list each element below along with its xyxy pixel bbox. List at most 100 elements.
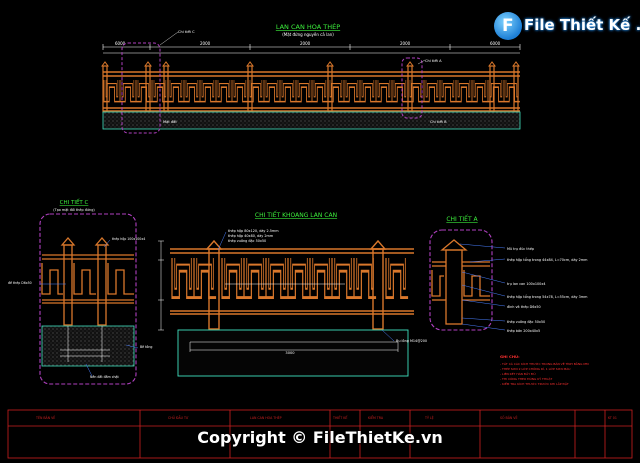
span-bottom-note: Bu lông M14@200 [396,339,427,343]
callout-cloud-left [121,42,161,134]
greek-key-motif [263,79,281,103]
main-title: LAN CAN HOA THÉP [276,22,340,31]
callout-base-right: Chi tiết B [430,120,447,124]
greek-key-motif [423,79,441,103]
detail-a-note-7: thép bản 200x40x5 [507,329,540,333]
detail-c: CHI TIẾT C (Tạo mặt đối thép đứng) thép … [8,198,152,385]
logo-text: File Thiết Kế .vn [524,16,640,34]
post-cap [406,61,414,67]
callout-cloud-right [401,57,423,119]
greek-key-motif [220,256,246,300]
detail-c-note-3: Bê tông [140,345,152,349]
greek-key-motif [471,79,489,103]
legend-line-5: - KIỂM TRA KÍCH THƯỚC TRƯỚC KHI LẮP ĐẶT [500,381,569,386]
span-note-3: thép vuông đặc 50x50 [228,239,266,243]
legend-line-3: - LIÊN KẾT HÀN ĐẦY ĐỦ [500,370,536,376]
greek-key-motif [295,79,313,103]
title-block [7,409,633,459]
tb-cell-2: CHỦ ĐẦU TƯ [168,415,189,420]
tb-cell-4: THIẾT KẾ [332,414,348,420]
greek-key-motif [167,79,185,103]
main-posts [101,61,520,113]
span-note-2: thép hộp 40x80, dày 2mm [228,234,274,238]
detail-a-cloud [429,229,493,331]
logo-badge-icon: F [494,12,522,40]
greek-key-motif [286,256,312,300]
greek-key-motif [375,79,393,103]
greek-key-motif [407,79,425,103]
top-dim-5: 6000 [490,41,501,46]
greek-key-motif [455,79,473,103]
tb-cell-7: SỐ BẢN VẼ [500,415,518,420]
greek-key-motif [183,79,201,103]
top-dimension-line [102,44,521,54]
detail-a-note-1: Mũ trụ đúc thép [507,247,534,251]
tb-cell-8: KT 01 [608,416,617,420]
top-dim-4: 2000 [400,41,411,46]
post-cap [246,61,254,67]
greek-key-motif [359,79,377,103]
detail-a-note-4: thép hộp tổng trong 54x78, L=55cm, dày 3… [507,294,588,299]
rail-post [513,65,519,113]
legend-title: GHI CHÚ: [500,354,520,359]
detail-a-title: CHI TIẾT A [446,215,478,223]
greek-key-motif [103,79,121,103]
greek-key-motif [192,256,218,300]
greek-key-motif [343,79,361,103]
callout-top-mid: Chi tiết A [425,59,442,63]
greek-key-motif [311,79,329,103]
top-dim-1: 6000 [115,41,126,46]
detail-c-note-1: thép hộp 100x100x4 [112,237,145,241]
detail-a-note-6: thép vuông đặc 50x50 [507,320,545,324]
greek-key-motif [439,79,457,103]
legend-line-1: - TẤT CẢ CÁC KÍCH THƯỚC TRONG BẢN VẼ TÍN… [500,361,589,366]
greek-key-motif [231,79,249,103]
detail-span: CHI TIẾT KHOANG LAN CAN 3000 [158,211,427,377]
callout-top-left: Chi tiết C [178,30,195,34]
detail-a-note-5: đinh vít thép D6x50 [507,305,541,309]
detail-c-cloud [39,213,137,385]
main-elevation: LAN CAN HOA THÉP (Mặt đứng nguyên cả lan… [101,22,521,134]
tb-cell-5: KIỂM TRA [368,415,384,420]
greek-key-motif [384,256,410,300]
main-ground-strip [102,111,521,130]
copyright-watermark: Copyright © FileThietKe.vn [197,428,443,447]
main-subtitle: (Mặt đứng nguyên cả lan) [282,32,334,37]
callout-base-left: Mặt đất [163,120,177,124]
greek-key-motif [242,256,268,300]
tb-cell-3: LAN CAN HOA THÉP [250,415,282,420]
tb-cell-1: TÊN BẢN VẼ [35,415,55,420]
rail-post [102,65,108,113]
tb-cell-6: TỶ LỆ [424,415,434,420]
legend-notes: GHI CHÚ: - TẤT CẢ CÁC KÍCH THƯỚC TRONG B… [500,354,589,386]
greek-key-motif [199,79,217,103]
greek-key-motif [247,79,265,103]
span-note-1: thép hộp 80x120, dày 2.5mm [228,229,279,233]
top-dim-2: 2000 [200,41,211,46]
span-dim: 3000 [285,351,295,355]
greek-key-motif [391,79,409,103]
greek-key-motif [170,256,196,300]
detail-a-note-3: trụ lan can 100x100x4 [507,282,545,286]
detail-a: CHI TIẾT A Mũ trụ đúc thép thép hộp tổng… [429,215,588,333]
greek-key-motif [308,256,334,300]
detail-c-note-4: Nền đất đầm chặt [90,375,119,379]
main-rails [103,71,520,112]
detail-c-note-2: đế thép D6x50 [8,281,32,285]
greek-key-motif [330,256,356,300]
main-greek-key [103,79,521,103]
post-cap [162,61,170,67]
post-cap [512,61,520,67]
detail-c-subtitle: (Tạo mặt đối thép đứng) [53,208,95,212]
greek-key-motif [279,79,297,103]
top-dim-3: 2000 [300,41,311,46]
detail-span-title: CHI TIẾT KHOANG LAN CAN [255,211,337,219]
post-cap [101,61,109,67]
detail-a-note-2: thép hộp tổng trong 44x84, L=70cm, dày 2… [507,257,588,262]
legend-line-2: - THÉP SƠN 2 LỚP CHỐNG RỈ, 1 LỚP SƠN MÀU [500,366,570,371]
post-cap [326,61,334,67]
detail-c-title: CHI TIẾT C [60,198,89,206]
site-logo: F File Thiết Kế .vn [494,10,640,42]
post-cap [144,61,152,67]
